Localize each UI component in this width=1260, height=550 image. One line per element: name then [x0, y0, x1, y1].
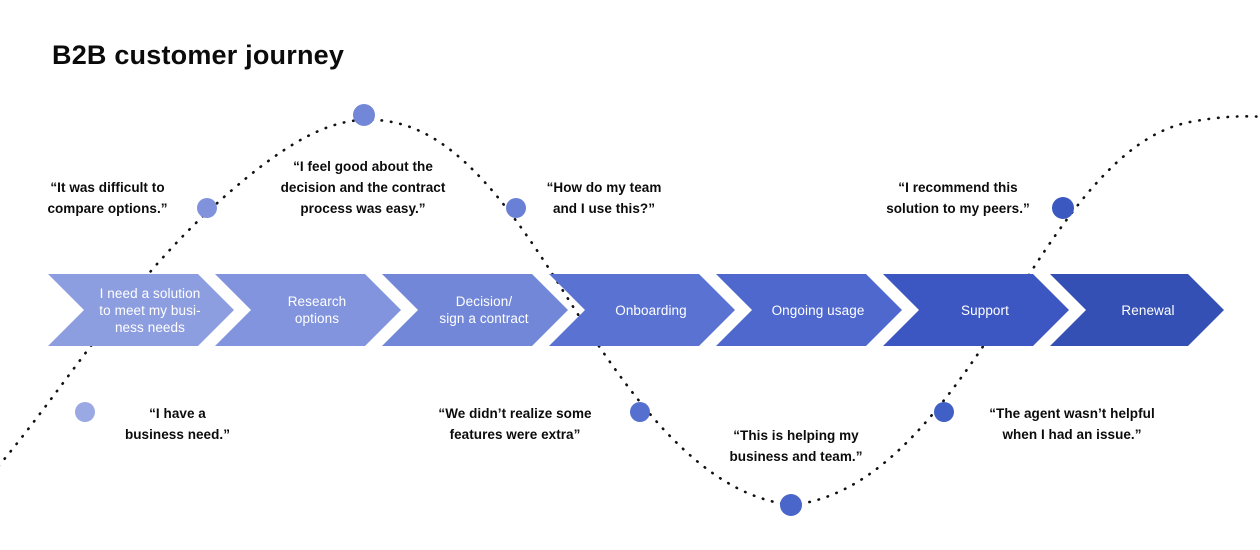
stage-label: I need a solution to meet my busi- ness …: [99, 285, 201, 335]
touchpoint-dot-5[interactable]: [630, 402, 650, 422]
quote-compare-options: “It was difficult to compare options.”: [47, 180, 168, 216]
stage-label: Research options: [287, 294, 347, 326]
chevron-stage-1[interactable]: [48, 274, 234, 346]
stage-7[interactable]: Renewal: [1086, 274, 1210, 346]
touchpoint-dot-8[interactable]: [1052, 197, 1074, 219]
touchpoint-dot-2[interactable]: [197, 198, 217, 218]
chevron-stage-2[interactable]: [215, 274, 401, 346]
quote-helping-business: “This is helping my business and team.”: [729, 428, 863, 464]
stage-label: Renewal: [1121, 302, 1175, 318]
stage-5[interactable]: Ongoing usage: [748, 274, 888, 346]
touchpoint-dot-7[interactable]: [934, 402, 954, 422]
stage-6[interactable]: Support: [919, 274, 1051, 346]
chevron-stage-5[interactable]: [716, 274, 902, 346]
touchpoint-dot-1[interactable]: [75, 402, 95, 422]
stage-2[interactable]: Research options: [251, 274, 383, 346]
stage-label: Onboarding: [615, 302, 687, 318]
stage-label: Support: [961, 302, 1009, 318]
stage-4[interactable]: Onboarding: [585, 274, 717, 346]
chevron-stage-3[interactable]: [382, 274, 568, 346]
chevron-stage-6[interactable]: [883, 274, 1069, 346]
quote-recommend-peers: “I recommend this solution to my peers.”: [886, 180, 1030, 216]
quote-decision-contract: “I feel good about the decision and the …: [280, 159, 446, 216]
stage-label: Ongoing usage: [771, 302, 865, 318]
touchpoint-dot-3[interactable]: [353, 104, 375, 126]
stage-label: Decision/ sign a contract: [439, 294, 529, 326]
stage-3[interactable]: Decision/ sign a contract: [414, 274, 554, 346]
touchpoint-dot-6[interactable]: [780, 494, 802, 516]
stage-1[interactable]: I need a solution to meet my busi- ness …: [84, 274, 216, 346]
dotted-sine-path: [0, 115, 1260, 507]
touchpoint-dot-4[interactable]: [506, 198, 526, 218]
quote-agent-not-helpful: “The agent wasn’t helpful when I had an …: [989, 406, 1155, 442]
page-title: B2B customer journey: [52, 40, 345, 70]
quote-team-usage: “How do my team and I use this?”: [546, 180, 662, 216]
chevron-stage-7[interactable]: [1050, 274, 1224, 346]
quote-features-extra: “We didn’t realize some features were ex…: [438, 406, 592, 442]
quote-business-need: “I have a business need.”: [124, 406, 231, 442]
chevron-stage-4[interactable]: [549, 274, 735, 346]
